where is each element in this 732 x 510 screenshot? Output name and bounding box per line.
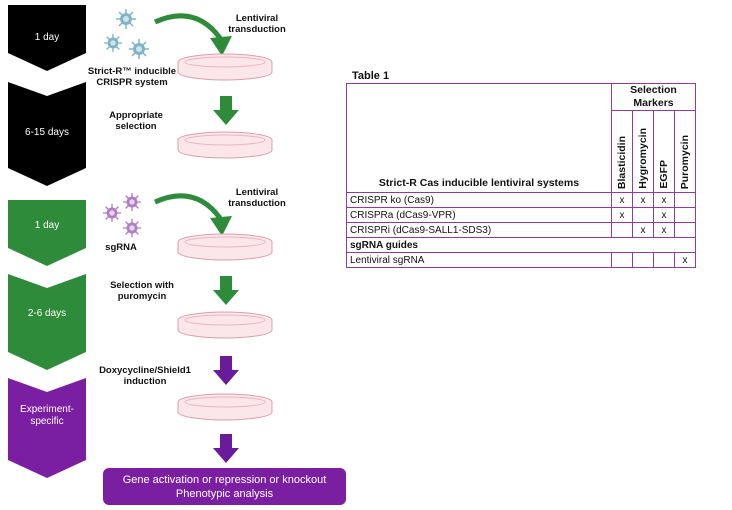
result-line-1: Gene activation or repression or knockou… (122, 473, 327, 486)
section-label: sgRNA guides (346, 237, 696, 253)
column-header-label: Hygromycin (636, 128, 649, 189)
curved-arrow-icon (153, 193, 232, 236)
row-name: Lentiviral sgRNA (346, 252, 612, 268)
column-header-hygromycin: Hygromycin (632, 110, 654, 193)
petri-dish-icon (177, 233, 273, 261)
column-header-label: Puromycin (678, 134, 691, 189)
timeline-step-4: 2-6 days (8, 274, 86, 376)
timeline-step-2: 6-15 days (8, 82, 86, 186)
table-cell: x (632, 222, 654, 238)
step-text-transduction-2: Lentiviral transduction (228, 187, 286, 209)
table-cell: x (653, 222, 675, 238)
column-header-label: EGFP (657, 160, 670, 189)
column-header-label: Blasticidin (615, 135, 628, 189)
column-header-puromycin: Puromycin (674, 110, 696, 193)
petri-dish-icon (177, 53, 273, 81)
group-header: Selection Markers (611, 83, 696, 111)
petri-dish-icon (177, 131, 273, 159)
virus-icon (103, 33, 123, 53)
table-cell (632, 207, 654, 223)
column-header-row: Blasticidin Hygromycin EGFP Puromycin (347, 110, 696, 193)
timeline-step-3: 1 day (8, 200, 86, 302)
timeline-label: 1 day (34, 32, 60, 43)
row-name: CRISPR ko (Cas9) (346, 192, 612, 208)
step-text-puromycin: Selection with puromycin (110, 280, 174, 302)
table-cell (653, 252, 675, 268)
table-cell (674, 192, 696, 208)
timeline-label: 6-15 days (25, 127, 69, 138)
row-header: Strict-R Cas inducible lentiviral system… (346, 83, 612, 193)
timeline-step-5: Experiment- specific (8, 378, 86, 480)
down-arrow-icon (213, 356, 239, 385)
chevron-shape (8, 378, 86, 478)
result-line-2: Phenotypic analysis (175, 487, 274, 500)
chevron-shape (8, 274, 86, 370)
petri-dish-icon (177, 311, 273, 339)
table-cell (611, 252, 633, 268)
table-cell: x (653, 192, 675, 208)
virus-icon (129, 39, 149, 59)
row-name: CRISPRi (dCas9-SALL1-SDS3) (346, 222, 612, 238)
selection-markers-table: Strict-R Cas inducible lentiviral system… (346, 83, 696, 268)
table-cell: x (653, 207, 675, 223)
chevron-shape (8, 82, 86, 186)
timeline-step-1: 1 day (8, 5, 86, 107)
table-cell (611, 222, 633, 238)
table-cell (674, 207, 696, 223)
table-cell (632, 252, 654, 268)
row-name: CRISPRa (dCas9-VPR) (346, 207, 612, 223)
column-header-egfp: EGFP (653, 110, 675, 193)
table-title: Table 1 (352, 70, 390, 82)
table-row: CRISPR ko (Cas9) x x x (346, 192, 696, 208)
timeline-label: 1 day (34, 220, 60, 231)
virus-icon (122, 192, 142, 212)
step-text-crispr-system: Strict-R™ inducible CRISPR system (87, 66, 177, 88)
result-box: Gene activation or repression or knockou… (103, 468, 346, 505)
petri-dish-icon (177, 393, 273, 421)
chevron-shape (8, 200, 86, 266)
table-header-row: Strict-R Cas inducible lentiviral system… (346, 83, 696, 193)
timeline-label: 2-6 days (27, 308, 67, 319)
curved-arrow-icon (153, 13, 232, 56)
down-arrow-icon (213, 434, 239, 463)
step-text-sgrna: sgRNA (105, 242, 137, 253)
down-arrow-icon (213, 96, 239, 125)
timeline-label: Experiment- specific (20, 404, 74, 427)
virus-icon (122, 218, 142, 238)
table-cell (674, 222, 696, 238)
step-text-induction: Doxycycline/Shield1 induction (99, 365, 191, 387)
step-text-selection: Appropriate selection (109, 110, 163, 132)
table-row: CRISPRa (dCas9-VPR) x x (346, 207, 696, 223)
table-cell: x (632, 192, 654, 208)
down-arrow-icon (213, 276, 239, 305)
virus-icon (102, 203, 122, 223)
column-header-blasticidin: Blasticidin (611, 110, 633, 193)
table-row: CRISPRi (dCas9-SALL1-SDS3) x x (346, 222, 696, 238)
step-text-transduction-1: Lentiviral transduction (228, 13, 286, 35)
chevron-shape (8, 5, 86, 71)
table-cell: x (611, 207, 633, 223)
table-cell: x (611, 192, 633, 208)
table-row: Lentiviral sgRNA x (346, 252, 696, 268)
table-cell: x (674, 252, 696, 268)
virus-icon (116, 9, 136, 29)
section-row: sgRNA guides (346, 237, 696, 253)
